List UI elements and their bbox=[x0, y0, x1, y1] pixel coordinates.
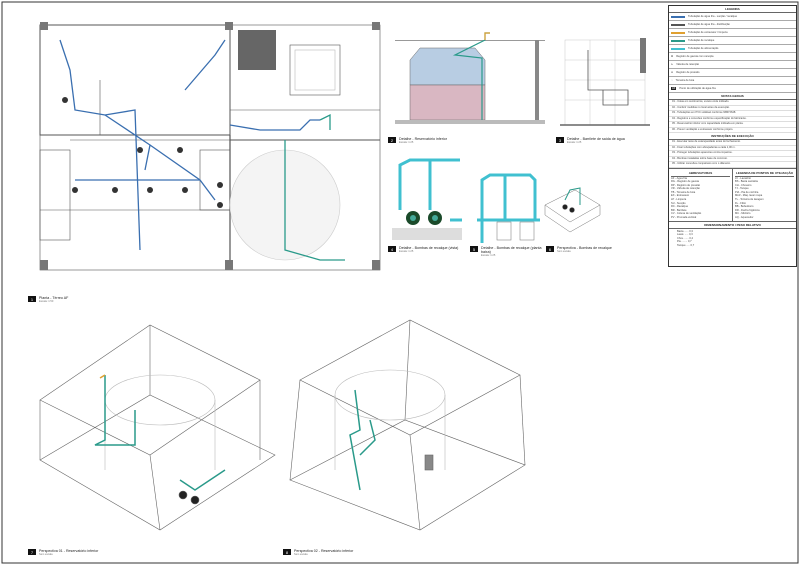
point: BS - Bacia sanitária bbox=[735, 180, 758, 184]
pipe-swatch bbox=[671, 31, 685, 34]
point: AQ - Aquecedor bbox=[735, 216, 754, 220]
legend-pipe: Tubulação de água fria - sucção / recalq… bbox=[669, 13, 796, 21]
abbr: EX - Extravasor bbox=[671, 194, 690, 198]
point: PIA - Pia de cozinha bbox=[735, 190, 759, 194]
legend-pipe: Tubulação de extravasor / limpeza bbox=[669, 29, 796, 37]
abbr-title: ABREVIATURAS bbox=[671, 170, 730, 177]
note: 02 - Conferir medidas no local antes da … bbox=[669, 106, 796, 111]
floor-plan-fixtures bbox=[62, 97, 223, 208]
legend-pipe: Tubulação de recalque bbox=[669, 37, 796, 45]
point: FL - Filtro bbox=[735, 201, 746, 205]
dim-row: Pia ........ 0,7 bbox=[677, 240, 692, 244]
note: 06 - Prever ventilação e extravasor conf… bbox=[669, 128, 796, 133]
abbr: BR - Barrilete bbox=[671, 208, 687, 212]
note: 04 - Bombas instaladas sobre base de con… bbox=[669, 157, 796, 162]
pipe-swatch bbox=[671, 47, 685, 50]
dim-row: Chuv. ...... 0,4 bbox=[677, 236, 693, 240]
abbr: LP - Limpeza bbox=[671, 198, 687, 202]
legend-symbol: ◔Torneira de boia bbox=[669, 77, 796, 85]
legend-title: LEGENDA bbox=[669, 6, 796, 13]
dim-row: Bacia ...... 0,3 bbox=[677, 229, 693, 233]
points-title: LEGENDA DE PONTOS DE UTILIZAÇÃO bbox=[735, 170, 794, 177]
legend-pipe: Tubulação de água fria - distribuição bbox=[669, 21, 796, 29]
pipe-label: Tubulação de recalque bbox=[688, 39, 715, 42]
legend-symbol: ⊠Registro de gaveta com canopla bbox=[669, 53, 796, 61]
pipe-label: Tubulação de alimentação bbox=[688, 47, 719, 50]
float-valve-icon: ◔ bbox=[671, 79, 673, 82]
detail-pumps-elevation bbox=[392, 158, 462, 240]
abbr: RC - Recalque bbox=[671, 205, 689, 209]
abbr: CV - Coluna de ventilação bbox=[671, 212, 702, 216]
pipe-swatch bbox=[671, 23, 685, 26]
symbol-label: Registro de pressão bbox=[676, 71, 700, 74]
pressure-valve-icon: ⊗ bbox=[671, 71, 674, 74]
perspective-01 bbox=[39, 324, 276, 531]
abbr: AF - Água fria bbox=[671, 176, 688, 180]
floor-plan-pipes bbox=[59, 39, 345, 261]
symbol-label: Registro de gaveta com canopla bbox=[676, 55, 714, 58]
detail-pumps-plan bbox=[477, 173, 540, 243]
note: 02 - Fixar tubulações com abraçadeiras a… bbox=[669, 146, 796, 151]
legend-symbol: ⊗Registro de pressão bbox=[669, 69, 796, 77]
abbr: RP - Registro de pressão bbox=[671, 183, 701, 187]
abbr: PV - Prumada vertical bbox=[671, 216, 697, 220]
valve-icon: ⊠ bbox=[671, 55, 674, 58]
note: 04 - Registros e conexões conforme espec… bbox=[669, 117, 796, 122]
pipe-swatch bbox=[671, 15, 685, 18]
note: 05 - Reservatório inferior com capacidad… bbox=[669, 122, 796, 128]
floor-plan-columns bbox=[40, 22, 380, 270]
check-valve-icon: ⊳ bbox=[671, 63, 674, 66]
pipe-swatch bbox=[671, 39, 685, 42]
pipe-label: Tubulação de água fria - sucção / recalq… bbox=[688, 15, 738, 18]
point: MC - Mictório bbox=[735, 212, 751, 216]
legend-symbol: ⊳Válvula de retenção bbox=[669, 61, 796, 69]
abbr: SU - Sucção bbox=[671, 201, 686, 205]
note: 01 - Cotas em centímetros, exceto onde i… bbox=[669, 100, 796, 106]
detail-pumps-perspective bbox=[544, 187, 601, 233]
instructions-title: INSTRUÇÕES DE EXECUÇÃO bbox=[669, 133, 796, 140]
legend-panel: LEGENDA Tubulação de água fria - sucção … bbox=[668, 5, 797, 267]
abbr: TB - Torneira de boia bbox=[671, 190, 696, 194]
notes-title: NOTAS GERAIS bbox=[669, 93, 796, 100]
point: BB - Bebedouro bbox=[735, 205, 754, 209]
detail-lower-reservoir bbox=[395, 32, 545, 124]
pipe-label: Tubulação de extravasor / limpeza bbox=[688, 31, 728, 34]
point: TJ - Tanque bbox=[735, 187, 749, 191]
note: 03 - Tubulações em PVC soldável conforme… bbox=[669, 111, 796, 117]
dimensioning-title: DIMENSIONAMENTO / PESO RELATIVO bbox=[669, 220, 796, 229]
dim-row: Tanque ..... 0,7 bbox=[677, 244, 695, 247]
point: CH - Chuveiro bbox=[735, 183, 752, 187]
perspective-02 bbox=[289, 319, 526, 531]
abbr: RG - Registro de gaveta bbox=[671, 180, 699, 184]
legend-pipe: Tubulação de alimentação bbox=[669, 45, 796, 53]
point: LV - Lavatório bbox=[735, 176, 751, 180]
note: 05 - Utilizar conexões compatíveis com o… bbox=[669, 162, 796, 168]
symbol-label: Torneira de boia bbox=[675, 79, 695, 82]
note: 03 - Proteger tubulações aparentes contr… bbox=[669, 151, 796, 157]
outlet-point-icon: AF bbox=[671, 87, 677, 90]
point: MLR - Máq. lavar roupa bbox=[735, 194, 763, 198]
pipe-label: Tubulação de água fria - distribuição bbox=[688, 23, 730, 26]
note: 01 - Executar teste de estanqueidade ant… bbox=[669, 140, 796, 146]
dim-row: Lavat. ..... 0,3 bbox=[677, 233, 693, 237]
point: DR - Ducha higiênica bbox=[735, 208, 760, 212]
symbol-label: Ponto de utilização de água fria bbox=[679, 87, 716, 90]
symbol-label: Válvula de retenção bbox=[676, 63, 700, 66]
detail-outlet-header bbox=[560, 38, 650, 126]
point: TL - Torneira de lavagem bbox=[735, 198, 764, 202]
abbr: VR - Válvula de retenção bbox=[671, 187, 700, 191]
